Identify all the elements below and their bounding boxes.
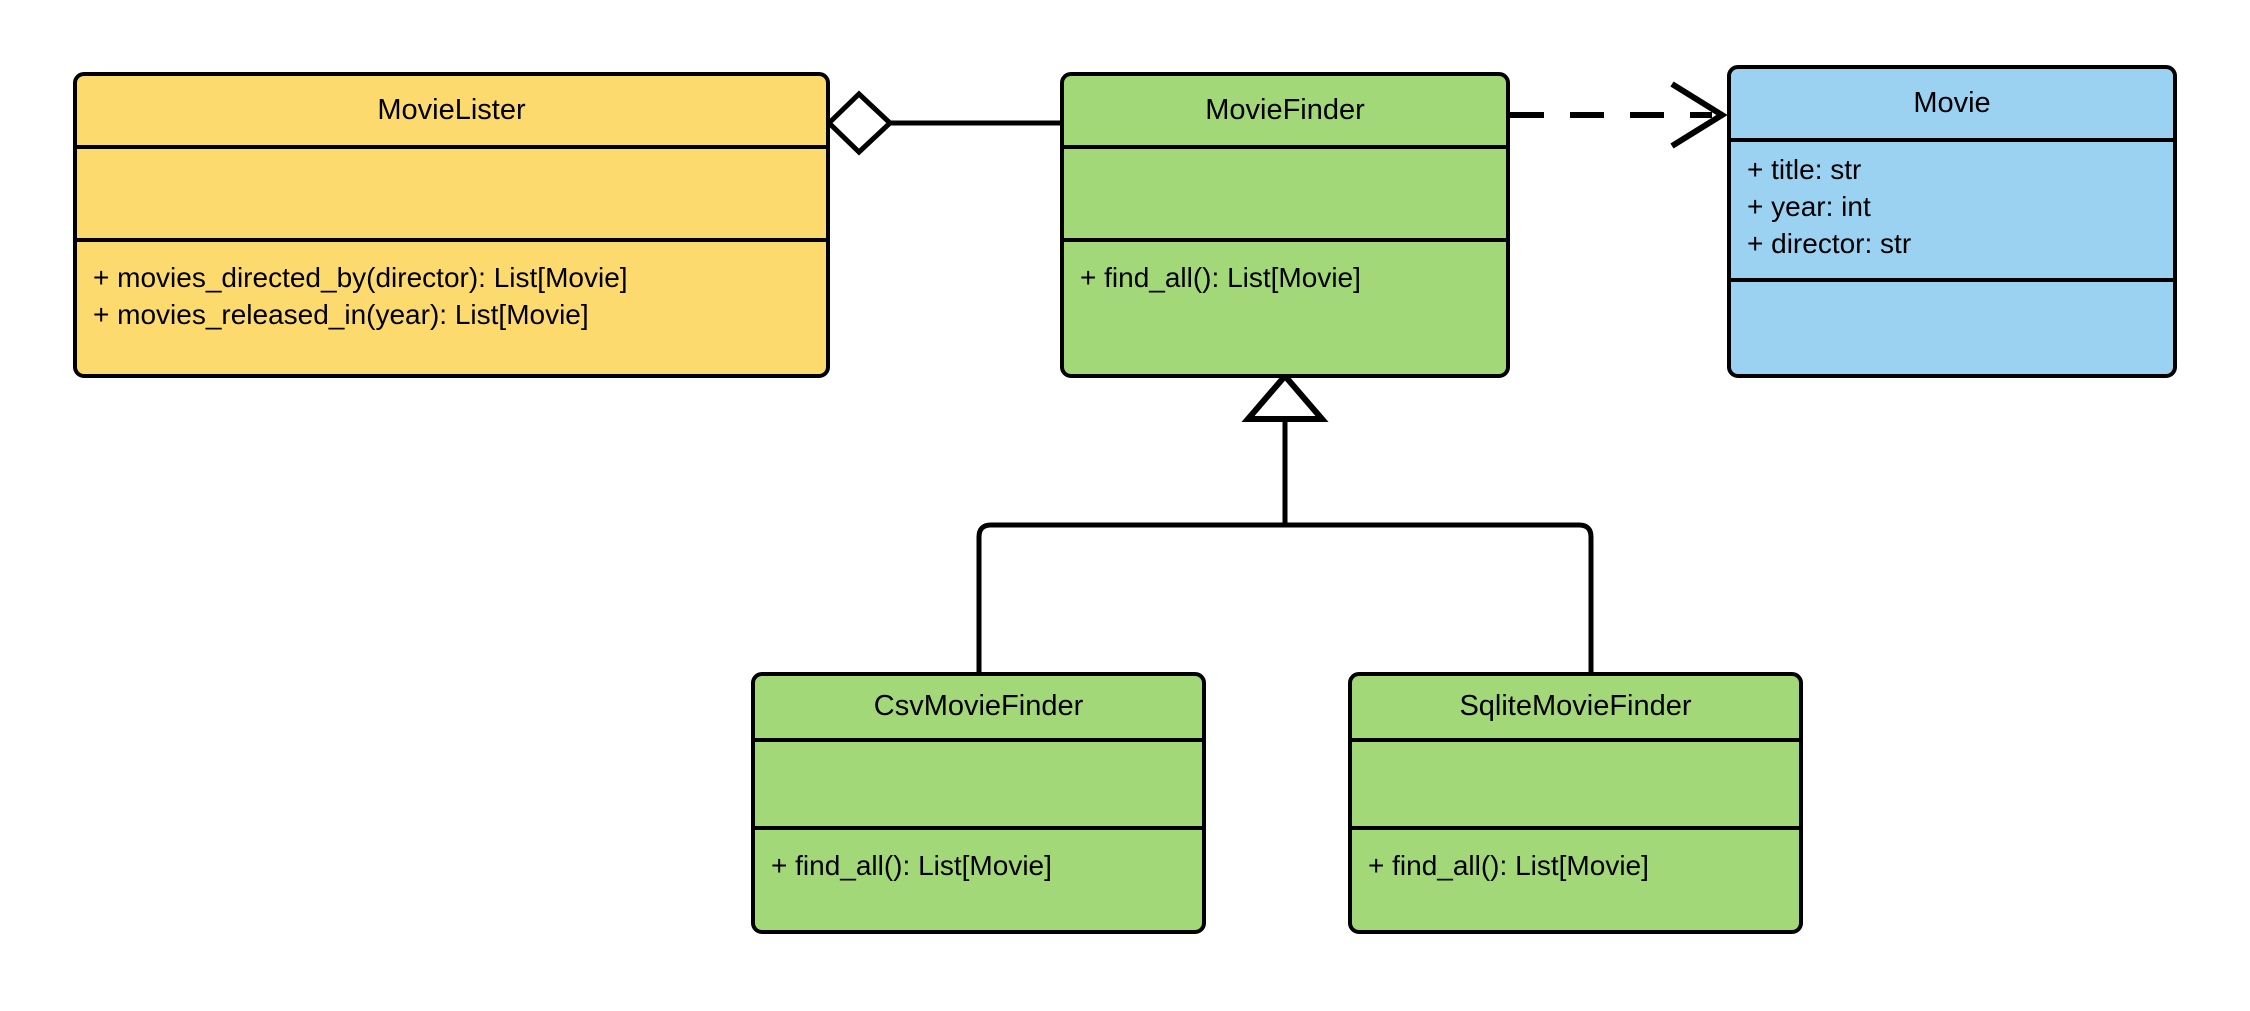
class-operations-compartment: + movies_directed_by(director): List[Mov…	[77, 242, 826, 374]
class-name-compartment: MovieLister	[77, 76, 826, 149]
operation-list: + movies_directed_by(director): List[Mov…	[77, 242, 826, 334]
class-name-label: MovieLister	[377, 93, 526, 126]
class-attributes-compartment	[1064, 149, 1506, 242]
class-name-compartment: MovieFinder	[1064, 76, 1506, 149]
hollow-diamond-icon	[825, 90, 894, 156]
class-operations-compartment	[1731, 282, 2173, 374]
class-name-compartment: SqliteMovieFinder	[1352, 676, 1799, 742]
attribute-list	[77, 149, 826, 159]
class-box-movie[interactable]: Movie + title: str + year: int + directo…	[1727, 65, 2177, 378]
class-attributes-compartment	[1352, 742, 1799, 830]
generalization-tree	[976, 371, 1594, 672]
class-name-compartment: Movie	[1731, 69, 2173, 142]
generalization-branch	[976, 522, 1594, 672]
attribute-item: + title: str	[1747, 154, 1862, 185]
class-attributes-compartment	[755, 742, 1202, 830]
dependency-moviefinder-movie	[1510, 81, 1728, 149]
class-attributes-compartment: + title: str + year: int + director: str	[1731, 142, 2173, 282]
operation-item: + movies_released_in(year): List[Movie]	[93, 298, 589, 330]
operation-list: + find_all(): List[Movie]	[755, 830, 1202, 885]
attribute-list	[1064, 149, 1506, 159]
attribute-list	[1352, 742, 1799, 752]
open-arrow-icon	[1670, 81, 1728, 149]
class-name-label: SqliteMovieFinder	[1459, 690, 1692, 723]
attribute-list: + title: str + year: int + director: str	[1731, 142, 2173, 263]
operation-item: + movies_directed_by(director): List[Mov…	[93, 262, 628, 293]
operation-item: + find_all(): List[Movie]	[1080, 262, 1361, 293]
class-operations-compartment: + find_all(): List[Movie]	[1352, 830, 1799, 930]
class-box-movielister[interactable]: MovieLister + movies_directed_by(directo…	[73, 72, 830, 378]
class-name-compartment: CsvMovieFinder	[755, 676, 1202, 742]
operation-list: + find_all(): List[Movie]	[1352, 830, 1799, 885]
hollow-triangle-icon	[1241, 371, 1329, 422]
class-box-csvmoviefinder[interactable]: CsvMovieFinder + find_all(): List[Movie]	[751, 672, 1206, 934]
aggregation-movielister-moviefinder	[825, 90, 1060, 156]
class-attributes-compartment	[77, 149, 826, 242]
class-name-label: Movie	[1913, 86, 1991, 119]
class-name-label: MovieFinder	[1205, 93, 1365, 126]
class-operations-compartment: + find_all(): List[Movie]	[755, 830, 1202, 930]
class-operations-compartment: + find_all(): List[Movie]	[1064, 242, 1506, 374]
operation-list: + find_all(): List[Movie]	[1064, 242, 1506, 297]
attribute-item: + year: int	[1747, 190, 1871, 222]
class-box-sqlitemoviefinder[interactable]: SqliteMovieFinder + find_all(): List[Mov…	[1348, 672, 1803, 934]
class-box-moviefinder[interactable]: MovieFinder + find_all(): List[Movie]	[1060, 72, 1510, 378]
operation-item: + find_all(): List[Movie]	[771, 850, 1052, 881]
attribute-list	[755, 742, 1202, 752]
attribute-item: + director: str	[1747, 227, 1912, 259]
operation-list	[1731, 282, 2173, 292]
class-name-label: CsvMovieFinder	[873, 690, 1084, 723]
operation-item: + find_all(): List[Movie]	[1368, 850, 1649, 881]
